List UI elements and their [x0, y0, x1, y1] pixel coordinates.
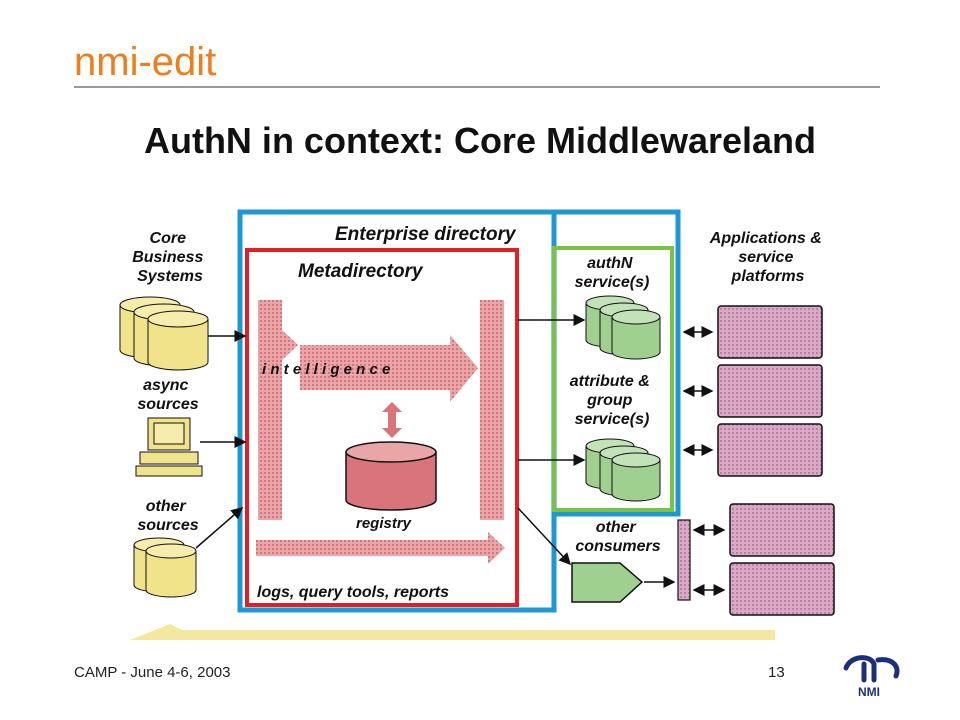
- metadirectory-box: [245, 248, 519, 607]
- left-intake-arrow: [258, 300, 298, 520]
- consumer-platform-2: [729, 562, 835, 616]
- nmi-logo-text: NMI: [858, 685, 880, 699]
- page-title: AuthN in context: Core Middlewareland: [143, 120, 817, 161]
- applications-label: Applications & service platforms: [709, 230, 826, 285]
- async-sources-label: async sources: [137, 377, 198, 413]
- attribute-services-label: attribute & group service(s): [570, 373, 654, 428]
- other-sources-label: other sources: [137, 498, 198, 534]
- consumer-bus-bar: [677, 519, 691, 601]
- attribute-database-icon: [585, 438, 661, 502]
- core-business-database-icon: [119, 296, 209, 371]
- registry-label: registry: [356, 515, 412, 532]
- consumer-platform-1: [729, 503, 835, 557]
- baseline-band: [130, 624, 775, 640]
- metadirectory-label: Metadirectory: [298, 261, 424, 282]
- meta-to-consumers-arrow: [517, 507, 572, 566]
- other-consumers-label: other consumers: [575, 519, 660, 555]
- intelligence-label: i n t e l l i g e n c e: [262, 361, 390, 378]
- right-output-bar: [480, 300, 504, 520]
- nmi-logo: NMI: [843, 655, 900, 699]
- application-platform-2: [717, 364, 823, 418]
- registry-database-icon: [345, 441, 437, 511]
- other-sources-database-icon: [133, 537, 197, 598]
- consumer-gateway-icon: [571, 562, 644, 603]
- header-divider: [74, 86, 880, 88]
- authn-database-icon: [585, 295, 661, 360]
- footer-event-text: CAMP - June 4-6, 2003: [74, 664, 231, 681]
- authn-services-label: authN service(s): [575, 255, 650, 291]
- application-platform-3: [717, 423, 823, 477]
- registry-link-arrow: [382, 402, 402, 438]
- application-platform-1: [717, 305, 823, 359]
- core-business-label: Core Business Systems: [132, 230, 208, 285]
- computer-icon: [135, 417, 203, 477]
- page-number: 13: [768, 664, 785, 681]
- logs-label: logs, query tools, reports: [257, 584, 449, 601]
- enterprise-directory-label: Enterprise directory: [335, 224, 517, 245]
- other-to-meta-arrow: [195, 507, 244, 549]
- intelligence-arrow: [300, 335, 478, 402]
- brand-logo-text: nmi-edit: [74, 40, 217, 84]
- services-box: [552, 246, 674, 512]
- logs-arrow: [256, 532, 505, 564]
